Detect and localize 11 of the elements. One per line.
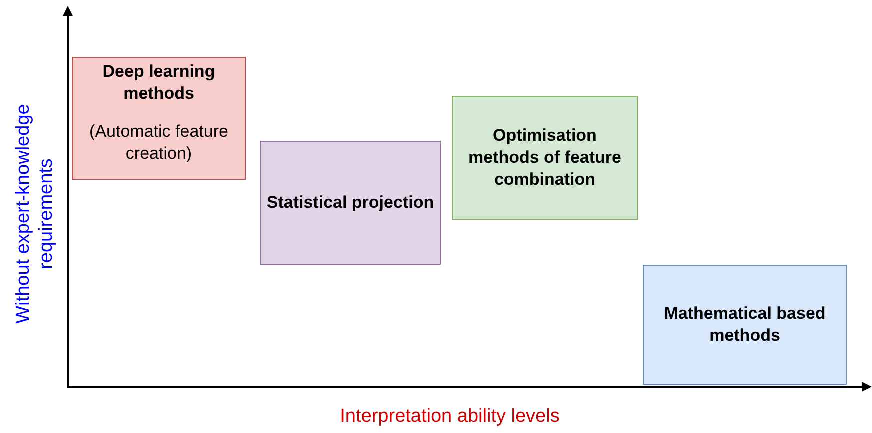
y-axis-label: Without expert-knowledge requirements (12, 103, 58, 326)
box-note: (Automatic feature creation) (88, 121, 230, 165)
method-box (72, 57, 246, 180)
box-heading: Mathematical based methods (663, 303, 827, 347)
method-box (452, 96, 638, 220)
box-heading: Deep learning methods (102, 61, 216, 105)
x-axis-label: Interpretation ability levels (339, 405, 561, 429)
box-heading: Statistical projection (266, 192, 434, 214)
method-box (260, 141, 441, 265)
method-box (643, 265, 847, 385)
box-heading: Optimisation methods of feature combination (467, 125, 623, 191)
